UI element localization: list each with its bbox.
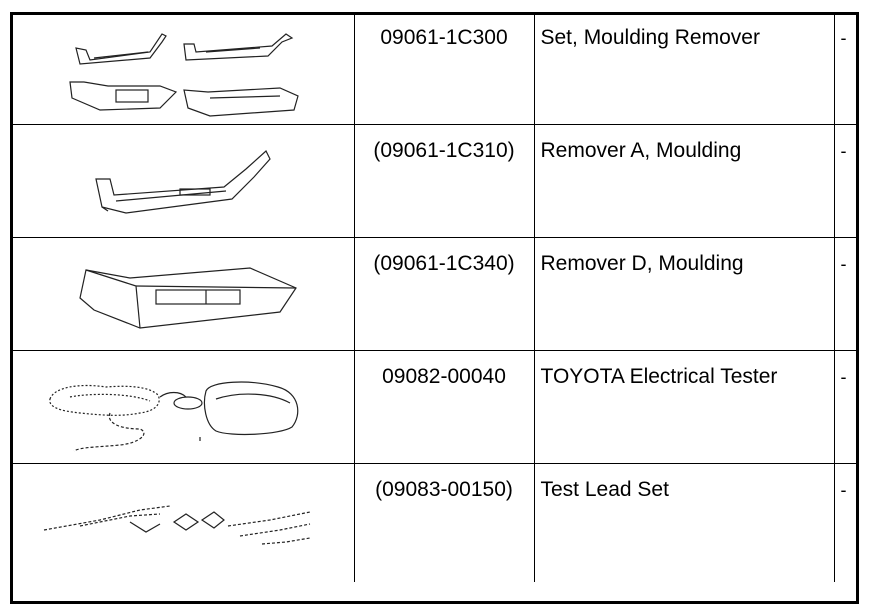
note: - [833,12,859,125]
table-row: (09061-1C340) Remover D, Moulding - [10,237,859,351]
part-number: 09061-1C300 [353,12,535,125]
tool-image-cell [10,124,355,238]
tool-name: TOYOTA Electrical Tester [533,350,835,464]
moulding-remover-set-illustration-icon [69,33,299,117]
note: - [833,463,859,582]
special-tools-table: 09061-1C300 Set, Moulding Remover - (090… [10,12,859,582]
table-row: (09083-00150) Test Lead Set - [10,463,859,582]
part-number: (09061-1C310) [353,124,535,238]
tool-name: Test Lead Set [533,463,835,582]
electrical-tester-illustration-icon [49,381,299,452]
test-lead-set-illustration-icon [43,505,311,545]
tool-image-cell [10,12,355,125]
part-number: 09082-00040 [353,350,535,464]
table-row: 09061-1C300 Set, Moulding Remover - [10,12,859,125]
tool-image-cell [10,463,355,582]
tool-image-cell [10,350,355,464]
part-number: (09083-00150) [353,463,535,582]
tool-name: Remover D, Moulding [533,237,835,351]
table-row: (09061-1C310) Remover A, Moulding - [10,124,859,238]
note: - [833,124,859,238]
note: - [833,237,859,351]
table-row: 09082-00040 TOYOTA Electrical Tester - [10,350,859,464]
tool-name: Set, Moulding Remover [533,12,835,125]
moulding-remover-d-illustration-icon [79,267,297,329]
note: - [833,350,859,464]
tool-name: Remover A, Moulding [533,124,835,238]
tool-image-cell [10,237,355,351]
moulding-remover-a-illustration-icon [95,150,271,214]
part-number: (09061-1C340) [353,237,535,351]
